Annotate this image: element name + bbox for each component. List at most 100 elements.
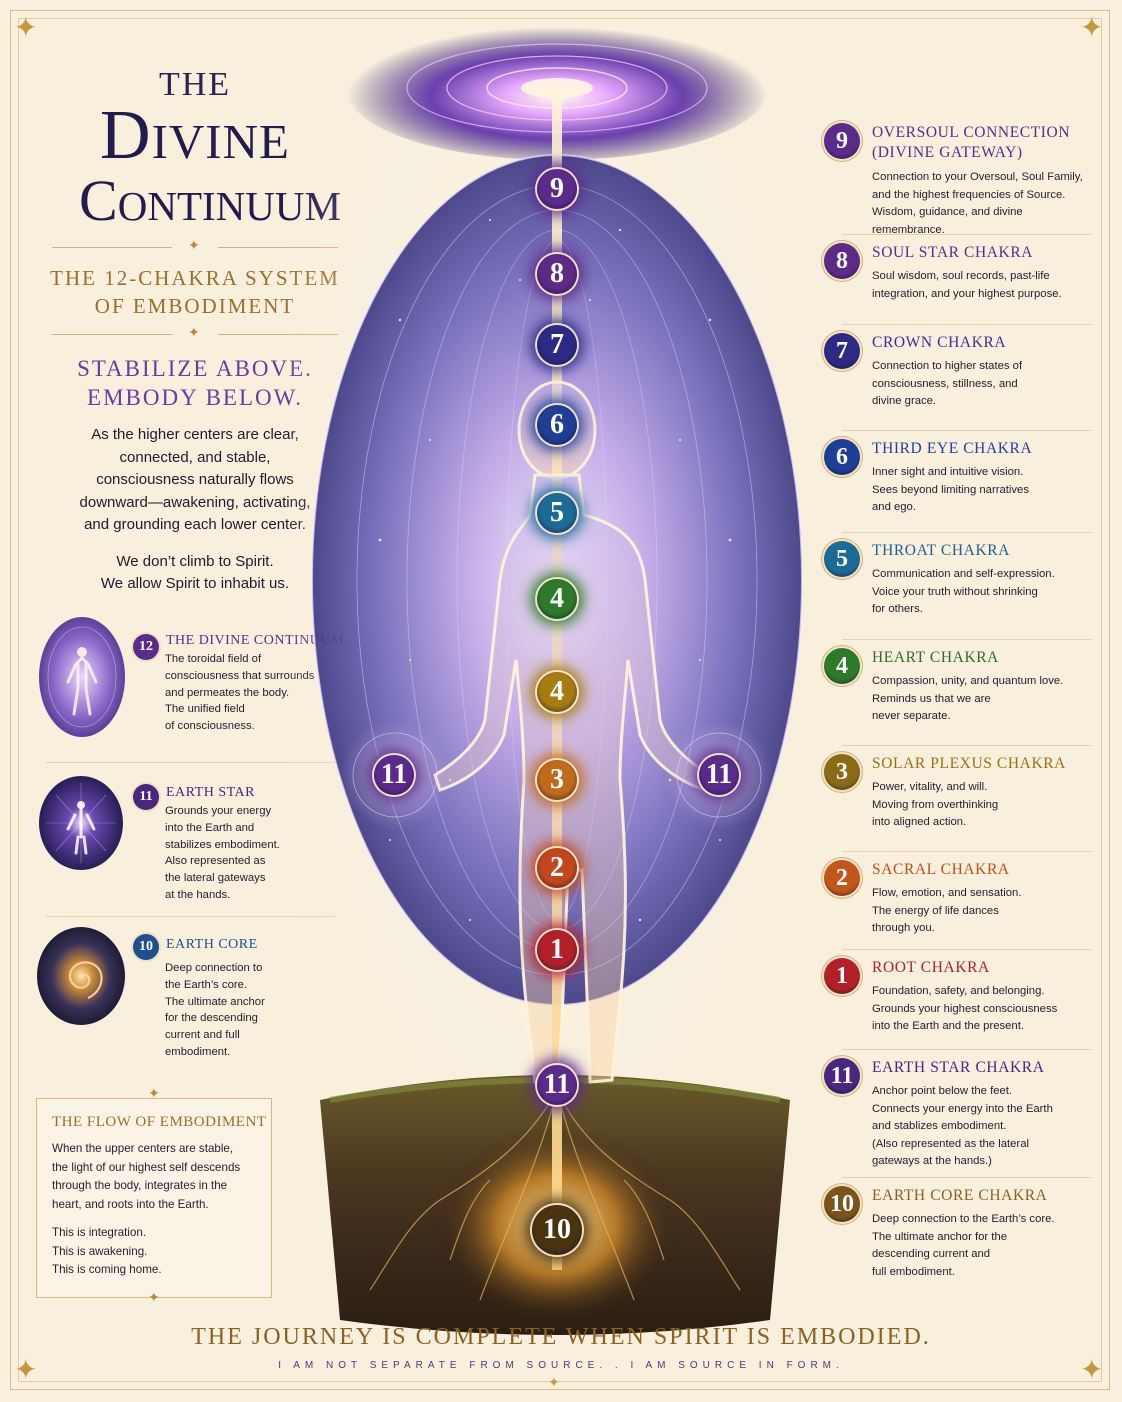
chakra-description: Power, vitality, and will. Moving from ov… (872, 779, 1090, 832)
center-chakra-2-badge: 2 (537, 848, 577, 888)
chakra-title: SOLAR PLEXUS CHAKRA (872, 754, 1066, 774)
description-line: The toroidal field of (165, 653, 262, 665)
corner-star-icon: ✦ (14, 1353, 38, 1386)
chakra-title-line: THIRD EYE CHAKRA (872, 440, 1033, 457)
chakra-title-line: THROAT CHAKRA (872, 542, 1010, 559)
divider (46, 916, 336, 917)
item-description: Deep connection to the Earth’s core. The u… (165, 960, 335, 1061)
chakra-description-line: Compassion, unity, and quantum love. (872, 675, 1064, 687)
divider (842, 1177, 1092, 1178)
chakra-description-line: into aligned action. (872, 816, 967, 828)
chakra-description-line: Connection to higher states of (872, 360, 1023, 372)
chakra-description-line: Moving from overthinking (872, 798, 999, 811)
intro-line: downward—awakening, activating, (79, 493, 311, 511)
description-line: Deep connection to (165, 962, 263, 974)
intro-paragraph: As the higher centers are clear, connecte… (50, 424, 340, 537)
tagline: STABILIZE ABOVE. EMBODY BELOW. (50, 354, 340, 412)
tagline-line: EMBODY BELOW. (87, 385, 303, 410)
flow-line: through the body, integrates in the (52, 1179, 228, 1193)
center-chakra-8-badge: 8 (537, 254, 577, 294)
chakra-description-line: Reminds us that we are (872, 692, 991, 705)
chakra-description: Foundation, safety, and belonging.Ground… (872, 983, 1090, 1036)
divider (52, 247, 172, 248)
divider (218, 247, 338, 248)
chakra-description-line: and stablizes embodiment. (872, 1120, 1007, 1132)
description-line: Also represented as (165, 855, 266, 868)
star-ornament-icon: ✦ (148, 1086, 160, 1102)
item-title: EARTH STAR (166, 785, 255, 800)
star-ornament-icon: ✦ (148, 1290, 160, 1306)
subtitle: THE 12-CHAKRA SYSTEM OF EMBODIMENT (50, 264, 340, 320)
chakra-description-line: for others. (872, 603, 923, 615)
intro-line: connected, and stable, (119, 448, 271, 466)
divider (842, 639, 1092, 640)
outer-frame (10, 10, 1110, 1390)
chakra-description-line: and ego. (872, 501, 916, 513)
chakra-description-line: Anchor point below the feet. (872, 1085, 1013, 1097)
chakra-description-line: descending current and (872, 1248, 991, 1260)
chakra-12-badge: 12 (133, 634, 159, 660)
chakra-description-line: Foundation, safety, and belonging. (872, 985, 1045, 997)
divider (52, 334, 172, 335)
intro-line: As the higher centers are clear, (91, 426, 299, 443)
flow-closing: This is integration.This is awakening.Th… (52, 1224, 266, 1280)
subtitle-line: OF EMBODIMENT (94, 294, 296, 318)
divider (842, 851, 1092, 852)
center-right-hand-11-badge: 11 (699, 755, 739, 795)
star-ornament-icon: ✦ (188, 325, 200, 341)
chakra-title: CROWN CHAKRA (872, 333, 1006, 353)
description-line: The ultimate anchor (165, 995, 265, 1008)
intro-line: consciousness naturally flows (96, 471, 294, 488)
description-line: into the Earth and (165, 821, 255, 834)
center-chakra-4-heart-badge: 4 (537, 579, 577, 619)
flow-text: When the upper centers are stable,the li… (52, 1140, 266, 1214)
earth-core-image (37, 927, 125, 1025)
chakra-9-badge: 9 (824, 123, 860, 159)
chakra-description-line: gateways at the hands.) (872, 1155, 992, 1167)
intro-line: We don’t climb to Spirit. (116, 553, 274, 570)
flow-of-embodiment-box (36, 1098, 272, 1298)
chakra-description: Inner sight and intuitive vision. Sees be… (872, 464, 1090, 517)
chakra-description-line: Power, vitality, and will. (872, 781, 988, 793)
inner-frame (18, 18, 1102, 1382)
chakra-3-badge: 3 (824, 754, 860, 790)
description-line: of consciousness. (165, 720, 255, 733)
divider (842, 532, 1092, 533)
flow-line: heart, and roots into the Earth. (52, 1197, 209, 1211)
corner-star-icon: ✦ (1080, 1353, 1104, 1386)
description-line: current and full (165, 1029, 240, 1042)
center-chakra-5-badge: 5 (537, 493, 577, 533)
chakra-title-line: SOLAR PLEXUS CHAKRA (872, 755, 1066, 772)
chakra-description-line: Communication and self-expression. (872, 568, 1055, 580)
chakra-description: Deep connection to the Earth’s core.The … (872, 1211, 1090, 1281)
tagline-line: STABILIZE ABOVE. (77, 356, 313, 381)
description-line: the Earth’s core. (165, 978, 248, 991)
chakra-description-line: divine grace. (872, 395, 937, 407)
chakra-description: Anchor point below the feet.Connects you… (872, 1083, 1090, 1171)
chakra-title-line: (DIVINE GATEWAY) (872, 144, 1023, 161)
chakra-description: Connection to your Oversoul, Soul Family… (872, 169, 1090, 239)
corner-star-icon: ✦ (14, 11, 38, 44)
chakra-description-line: integration, and your highest purpose. (872, 287, 1062, 300)
center-left-hand-11-badge: 11 (374, 755, 414, 795)
chakra-description-line: never separate. (872, 710, 951, 722)
description-line: at the hands. (165, 888, 231, 901)
description-line: Grounds your energy (165, 805, 272, 817)
description-line: for the descending (165, 1012, 258, 1025)
divider (842, 324, 1092, 325)
star-ornament-icon: ✦ (548, 1375, 560, 1391)
chakra-description-line: Sees beyond limiting narratives (872, 483, 1029, 496)
description-line: and permeates the body. (165, 686, 290, 699)
chakra-7-badge: 7 (824, 333, 860, 369)
chakra-title: THIRD EYE CHAKRA (872, 439, 1032, 459)
chakra-description-line: Inner sight and intuitive vision. (872, 466, 1024, 478)
chakra-11-badge: 11 (133, 784, 159, 810)
chakra-6-badge: 6 (824, 439, 860, 475)
chakra-description-line: Deep connection to the Earth’s core. (872, 1213, 1055, 1225)
chakra-description-line: Wisdom, guidance, and divine remembrance… (872, 206, 1023, 236)
intro-line: We allow Spirit to inhabit us. (100, 575, 290, 592)
